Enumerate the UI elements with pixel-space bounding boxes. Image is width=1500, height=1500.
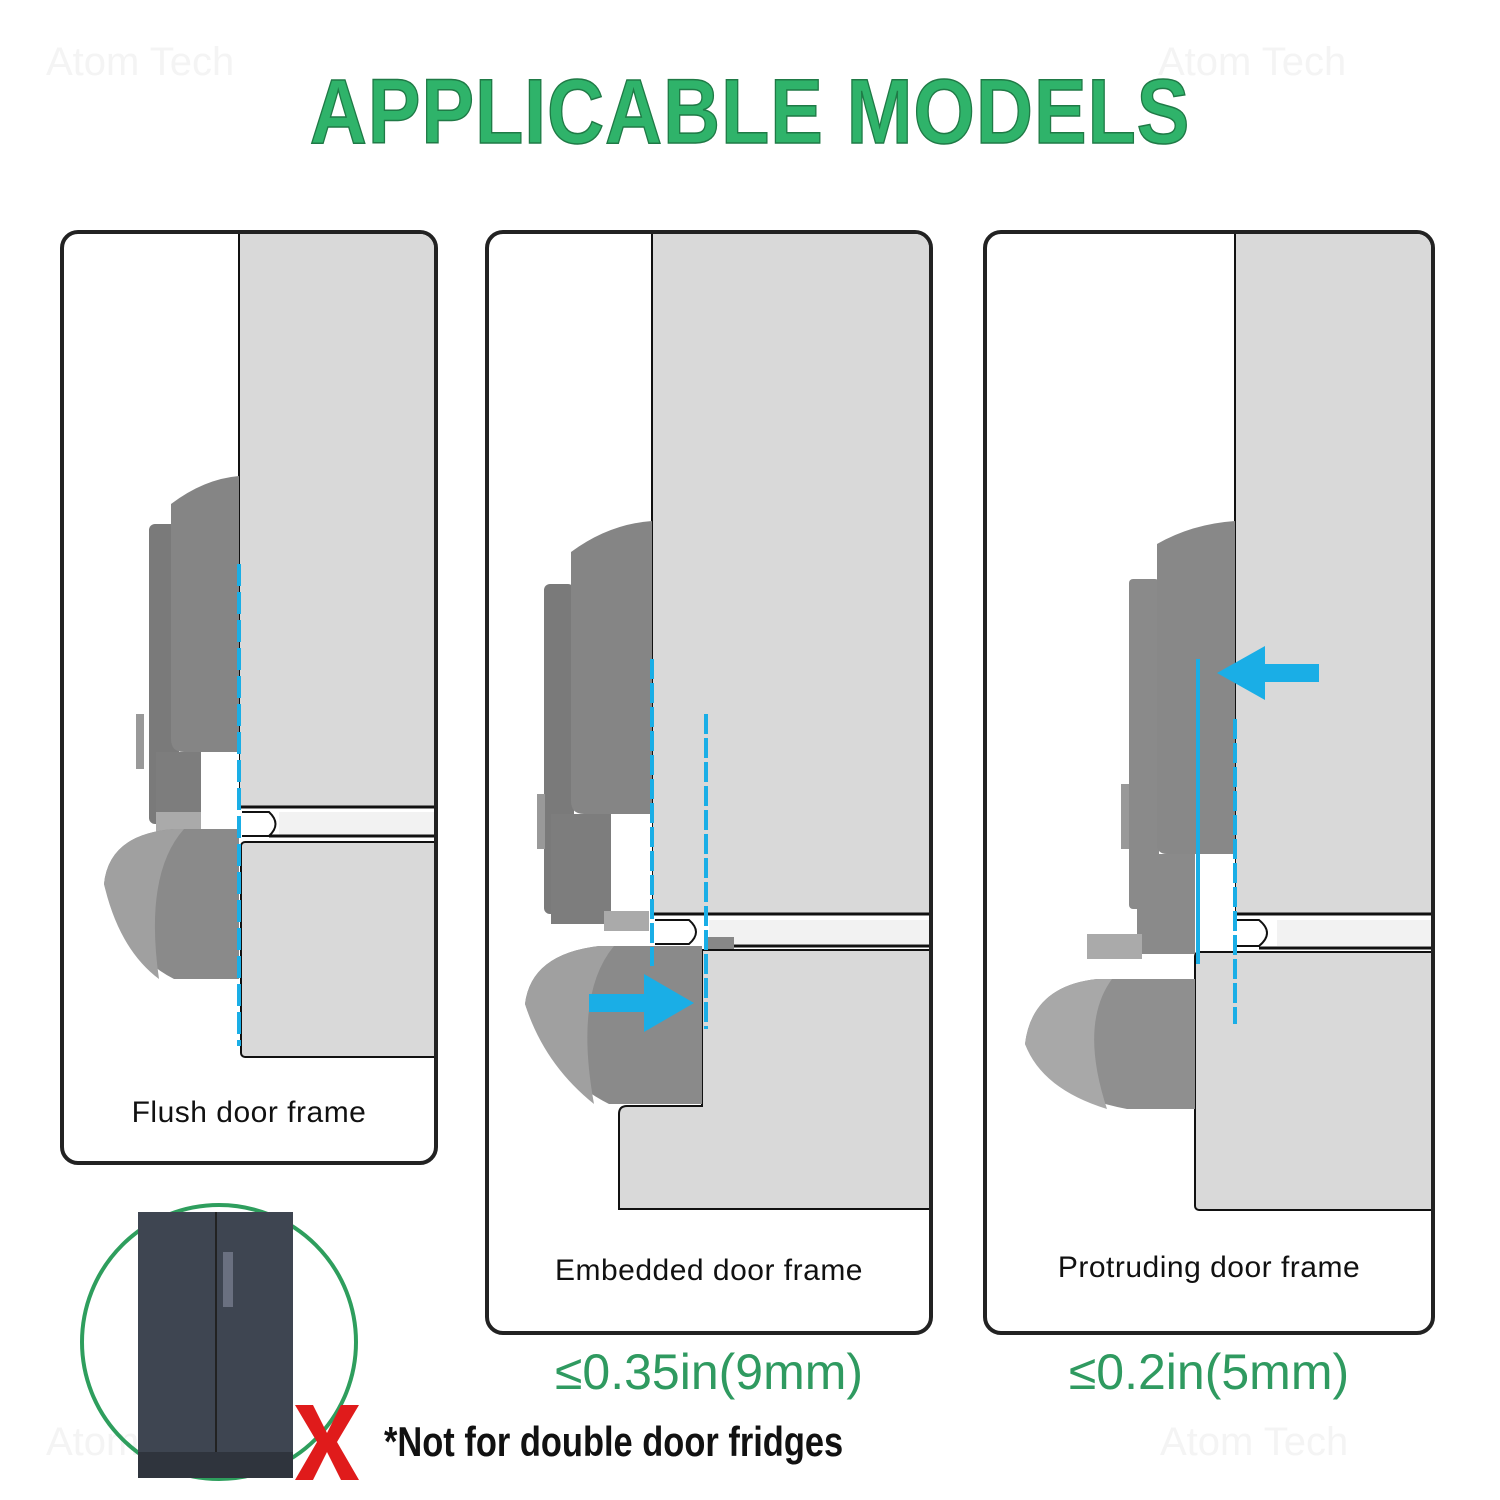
panel-label-flush: Flush door frame xyxy=(131,1096,367,1129)
panel-protruding-door-frame: Protruding door frame xyxy=(983,230,1435,1335)
spec-embedded: ≤0.35in(9mm) xyxy=(554,1344,864,1400)
panel-label-protruding: Protruding door frame xyxy=(1057,1251,1361,1284)
panel-flush-door-frame: Flush door frame xyxy=(60,230,438,1165)
page-title: APPLICABLE MODELS xyxy=(309,60,1191,164)
embedded-door-diagram xyxy=(525,234,929,1210)
double-door-fridge-icon xyxy=(138,1212,293,1478)
watermark-bottom-right: Atom Tech xyxy=(1160,1420,1349,1464)
watermark-top-right: Atom Tech xyxy=(1158,40,1347,84)
flush-door-diagram xyxy=(104,234,434,1058)
excluded-fridge-circle xyxy=(80,1203,358,1481)
watermark-top-left: Atom Tech xyxy=(46,40,235,84)
panel-label-embedded: Embedded door frame xyxy=(554,1254,863,1287)
protruding-door-diagram xyxy=(1025,234,1431,1211)
double-door-warning-note: *Not for double door fridges xyxy=(384,1418,844,1465)
panel-embedded-door-frame: Embedded door frame xyxy=(485,230,933,1335)
x-mark-icon xyxy=(295,1405,359,1480)
spec-protruding: ≤0.2in(5mm) xyxy=(1068,1344,1350,1400)
